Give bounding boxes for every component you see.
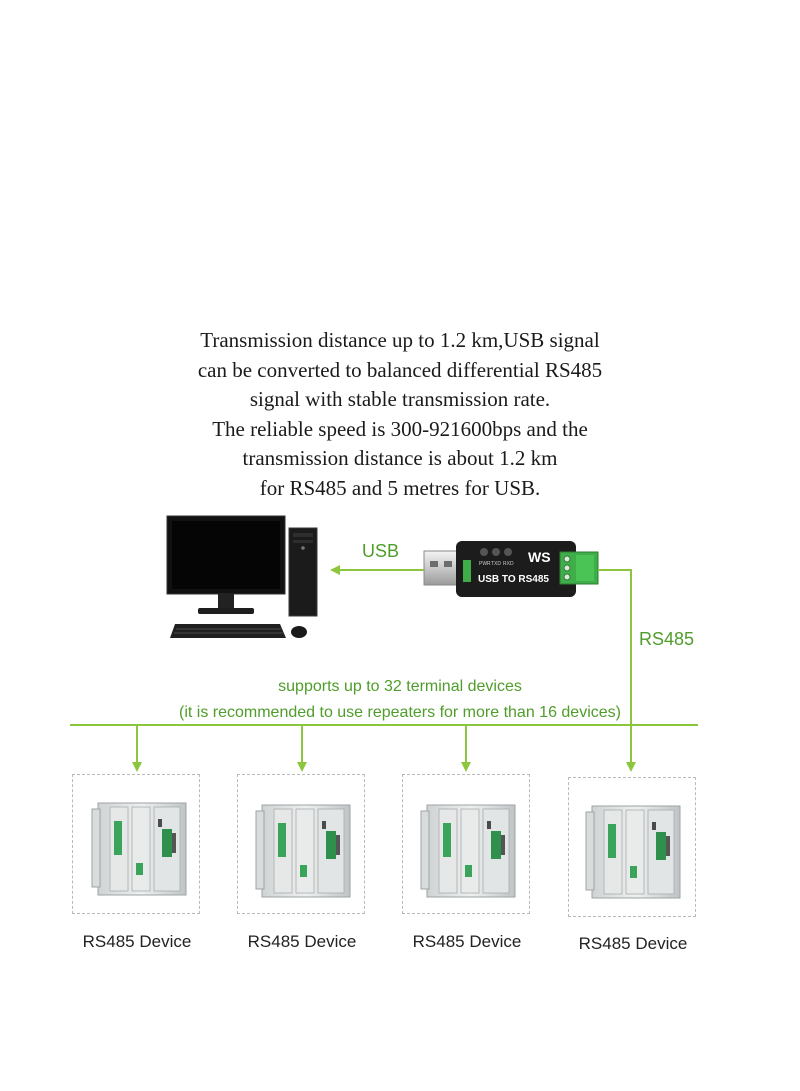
description-line: Transmission distance up to 1.2 km,USB s… [200, 328, 600, 352]
description-line: for RS485 and 5 metres for USB. [259, 475, 541, 500]
device-frame [72, 774, 200, 914]
device-label: RS485 Device [578, 934, 688, 953]
device-frame [402, 774, 530, 914]
brand-logo: WS [528, 549, 551, 565]
device-frame [237, 774, 365, 914]
description-line: The reliable speed is 300-921600bps and … [212, 416, 588, 441]
computer-icon [166, 515, 318, 638]
rs485-label: RS485 [639, 629, 695, 649]
rs485-line [598, 569, 636, 772]
device-label: RS485 Device [82, 932, 192, 951]
description-line: signal with stable transmission rate. [249, 387, 551, 411]
bus-caption: supports up to 32 terminal devices (it i… [100, 674, 700, 726]
led-label-rxd: RXD [503, 561, 514, 567]
led-label-txd: TXD [491, 561, 501, 567]
usb-label: USB [362, 541, 400, 561]
led-label-pwr: PWR [479, 561, 491, 567]
device-label: RS485 Device [247, 932, 357, 951]
converter-model-text: USB TO RS485 [478, 574, 549, 585]
device-frame [568, 777, 696, 917]
bus-caption-line2: (it is recommended to use repeaters for … [179, 704, 621, 721]
description-line: transmission distance is about 1.2 km [242, 446, 558, 470]
bus-caption-line1: supports up to 32 terminal devices [278, 678, 522, 695]
usb-rs485-converter: PWR TXD RXD WS USB TO RS485 [423, 541, 599, 597]
device-label: RS485 Device [412, 932, 522, 951]
description-text: Transmission distance up to 1.2 km,USB s… [100, 326, 700, 503]
description-line: can be converted to balanced differentia… [197, 357, 603, 382]
